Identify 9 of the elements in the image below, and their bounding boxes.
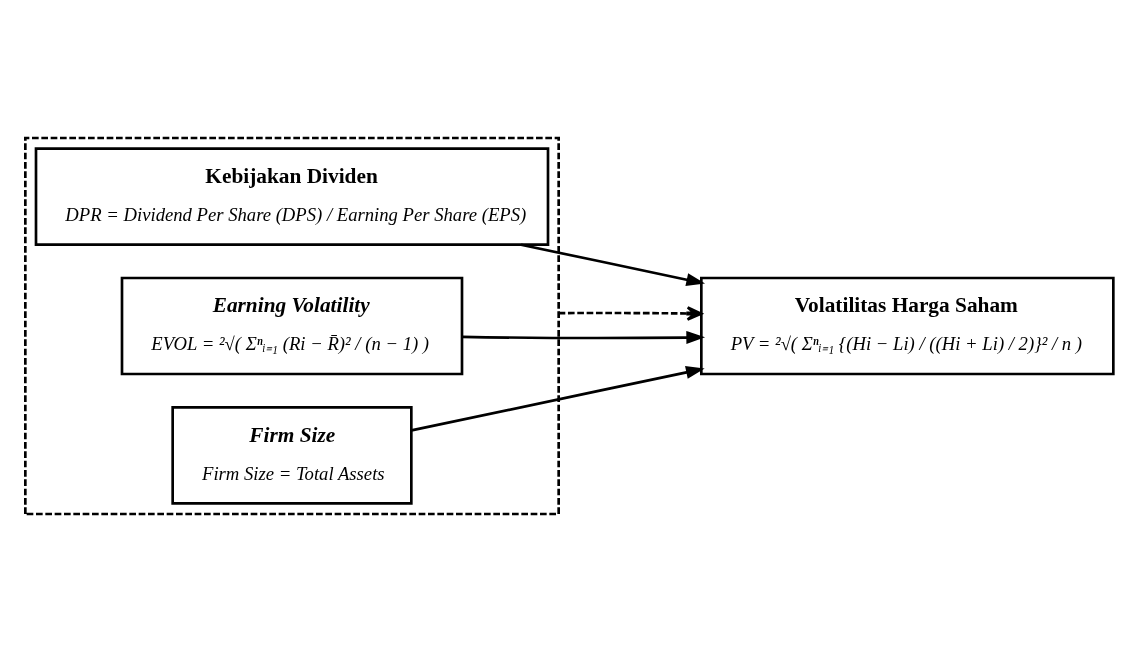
cluster bbox=[24, 136, 560, 516]
arrow bbox=[411, 365, 705, 432]
node-box: Earning Volatility EVOL = ²√( Σⁿᵢ₌₁ (Ri − R̄)² / (n − 1) ) bbox=[120, 276, 464, 376]
arrow bbox=[520, 243, 706, 287]
arrow bbox=[462, 331, 706, 345]
node-box: Kebijakan Dividen DPR = Dividend Per Share (DPS) / Earning Per Share (EPS) bbox=[34, 147, 550, 246]
arrow bbox=[558, 306, 703, 321]
node-box: Volatilitas Harga Saham PV = ²√( Σⁿᵢ₌₁ {(Hi − Li) / ((Hi + Li) / 2)}² / n ) bbox=[700, 276, 1115, 376]
node-box: Firm Size Firm Size = Total Assets bbox=[171, 406, 413, 505]
